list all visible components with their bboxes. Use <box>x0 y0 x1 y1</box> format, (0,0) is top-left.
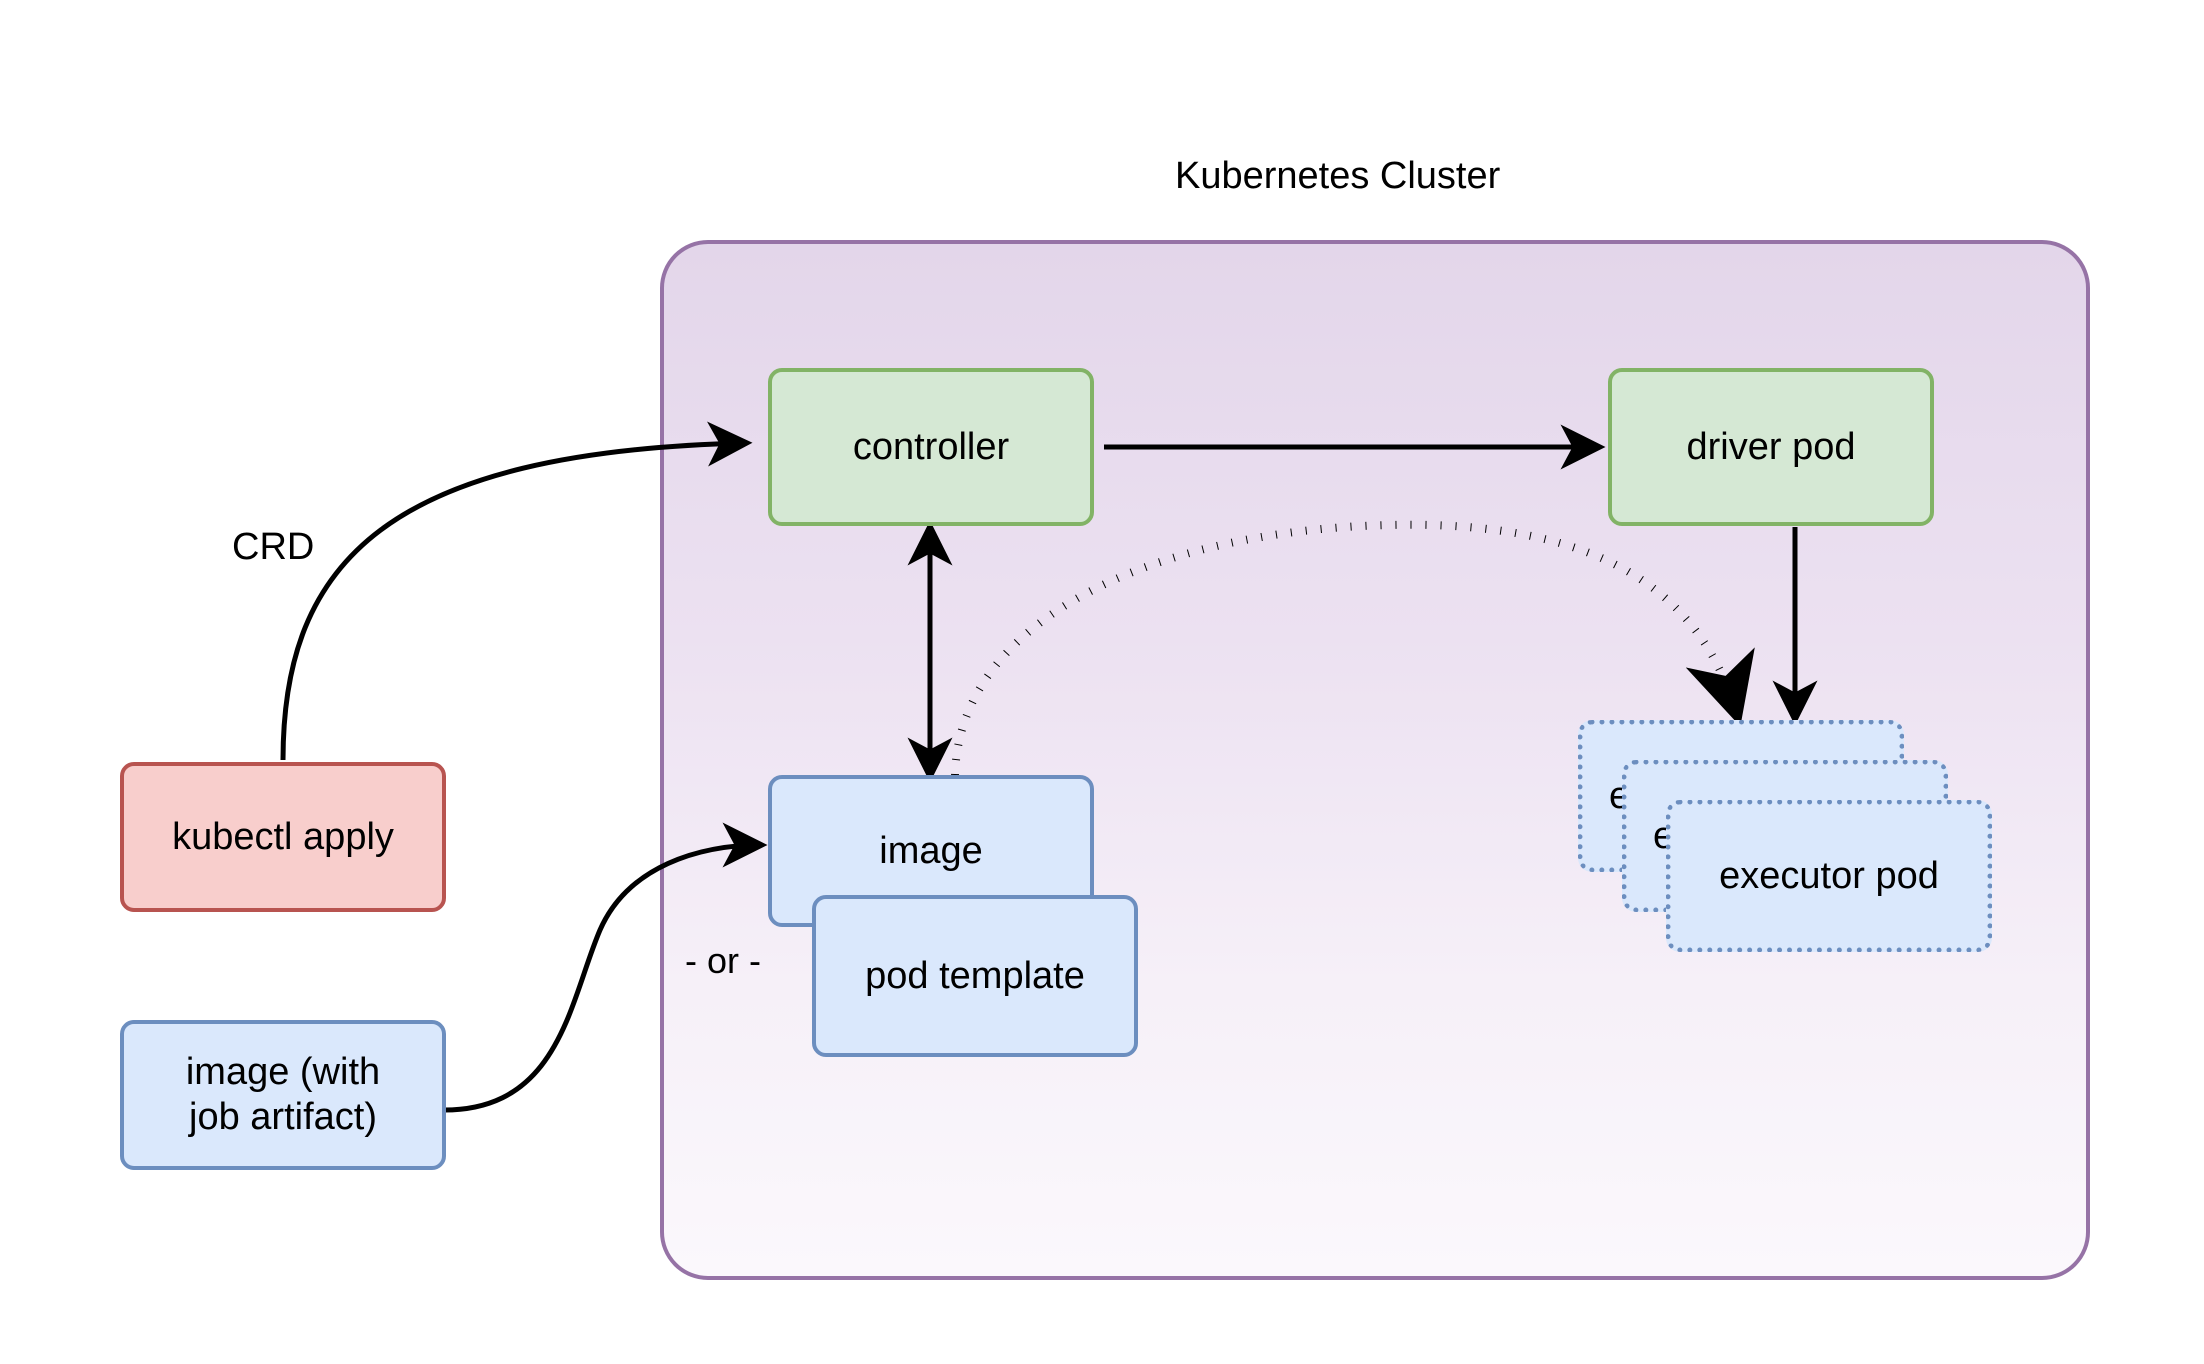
cluster-title: Kubernetes Cluster <box>1175 155 1501 197</box>
node-image-with-job-artifact[interactable]: image (with job artifact) <box>120 1020 446 1170</box>
node-image-with-job-artifact-line1: image (with <box>185 1051 381 1094</box>
node-controller-label: controller <box>852 425 1010 468</box>
edge-label-crd: CRD <box>232 526 315 568</box>
node-executor-pod-front[interactable]: executor pod <box>1666 800 1992 952</box>
node-driver-pod-label: driver pod <box>1686 425 1856 468</box>
node-kubectl-apply-label: kubectl apply <box>172 815 394 858</box>
node-driver-pod[interactable]: driver pod <box>1608 368 1934 526</box>
node-pod-template-label: pod template <box>865 954 1085 997</box>
node-image-label: image <box>879 829 983 872</box>
or-label: - or - <box>685 940 761 981</box>
node-pod-template[interactable]: pod template <box>812 895 1138 1057</box>
node-kubectl-apply[interactable]: kubectl apply <box>120 762 446 912</box>
node-image-with-job-artifact-line2: job artifact) <box>189 1096 377 1138</box>
node-controller[interactable]: controller <box>768 368 1094 526</box>
node-executor-pod-front-label: executor pod <box>1719 854 1939 897</box>
